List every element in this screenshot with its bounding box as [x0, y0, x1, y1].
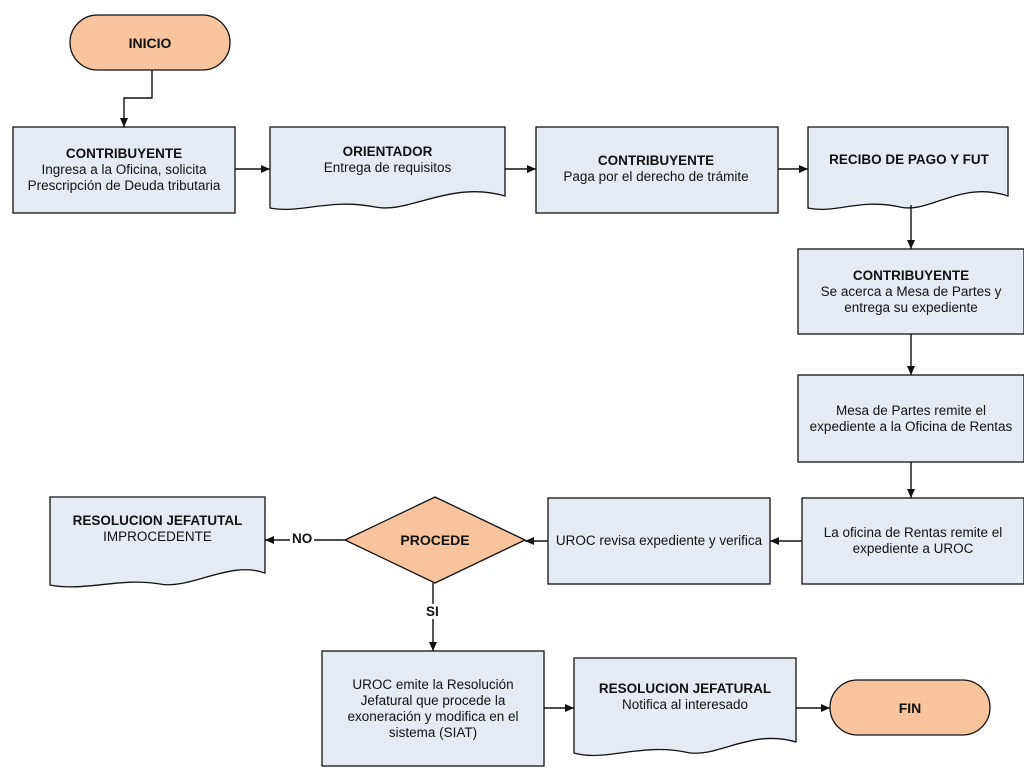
resolucion-notifica-body: Notifica al interesado — [621, 697, 749, 712]
contribuyente-mesa-box — [797, 248, 1024, 335]
contribuyente-ingresa-title: CONTRIBUYENTE — [65, 146, 183, 161]
orientador-body: Entrega de requisitos — [323, 160, 452, 175]
procede-text: PROCEDE — [400, 532, 470, 548]
procede-decision — [343, 496, 527, 584]
resolucion-notifica-label: RESOLUCION JEFATURAL Notifica al interes… — [584, 662, 786, 732]
uroc-emite-body: UROC emite la Resolución Jefatural que p… — [347, 676, 519, 740]
contribuyente-ingresa-label: CONTRIBUYENTE Ingresa a la Oficina, soli… — [17, 129, 231, 211]
resolucion-improcedente-document — [49, 496, 266, 588]
contribuyente-paga-label: CONTRIBUYENTE Paga por el derecho de trá… — [556, 130, 756, 208]
contribuyente-ingresa-body: Ingresa a la Oficina, solicita Prescripc… — [27, 162, 221, 193]
uroc-revisa-box — [547, 497, 771, 585]
contribuyente-mesa-body: Se acerca a Mesa de Partes y entrega su … — [820, 283, 1002, 315]
contribuyente-paga-body: Paga por el derecho de trámite — [563, 169, 749, 184]
contribuyente-mesa-label: CONTRIBUYENTE Se acerca a Mesa de Partes… — [808, 251, 1014, 332]
recibo-title: RECIBO DE PAGO Y FUT — [829, 152, 989, 167]
resolucion-improcedente-label: RESOLUCION JEFATUTAL IMPROCEDENTE — [60, 500, 255, 558]
mesa-partes-body: Mesa de Partes remite el expediente a la… — [809, 402, 1013, 434]
fin-label: FIN — [830, 680, 990, 735]
recibo-label: RECIBO DE PAGO Y FUT — [820, 132, 998, 188]
orientador-label: ORIENTADOR Entrega de requisitos — [276, 132, 499, 188]
inicio-text: INICIO — [128, 34, 172, 51]
inicio-label: INICIO — [70, 15, 230, 70]
resolucion-notifica-document — [573, 657, 797, 757]
oficina-rentas-body: La oficina de Rentas remite el expedient… — [823, 525, 1003, 556]
resolucion-improcedente-body: IMPROCEDENTE — [103, 529, 212, 544]
uroc-revisa-body: UROC revisa expediente y verifica — [555, 533, 763, 548]
uroc-revisa-label: UROC revisa expediente y verifica — [552, 500, 766, 582]
uroc-emite-label: UROC emite la Resolución Jefatural que p… — [327, 653, 539, 764]
contribuyente-paga-box — [535, 126, 779, 214]
edge-inicio-to-contribuyente — [120, 70, 153, 127]
orientador-title: ORIENTADOR — [342, 144, 433, 159]
recibo-document — [807, 126, 1009, 210]
inicio-terminal — [69, 14, 231, 71]
uroc-emite-box — [321, 650, 545, 767]
resolucion-improcedente-title: RESOLUCION JEFATUTAL — [72, 513, 243, 528]
fin-text: FIN — [898, 699, 922, 716]
contribuyente-paga-title: CONTRIBUYENTE — [597, 153, 715, 168]
orientador-document — [269, 126, 506, 211]
contribuyente-mesa-title: CONTRIBUYENTE — [852, 267, 970, 283]
oficina-rentas-label: La oficina de Rentas remite el expedient… — [812, 500, 1014, 582]
mesa-partes-label: Mesa de Partes remite el expediente a la… — [802, 377, 1020, 460]
edge-no-label: NO — [290, 531, 315, 546]
edge-si-label: SI — [424, 604, 441, 619]
oficina-rentas-box — [801, 497, 1024, 585]
contribuyente-ingresa-box — [12, 126, 236, 214]
resolucion-notifica-title: RESOLUCION JEFATURAL — [598, 681, 772, 696]
procede-label: PROCEDE — [365, 520, 505, 560]
